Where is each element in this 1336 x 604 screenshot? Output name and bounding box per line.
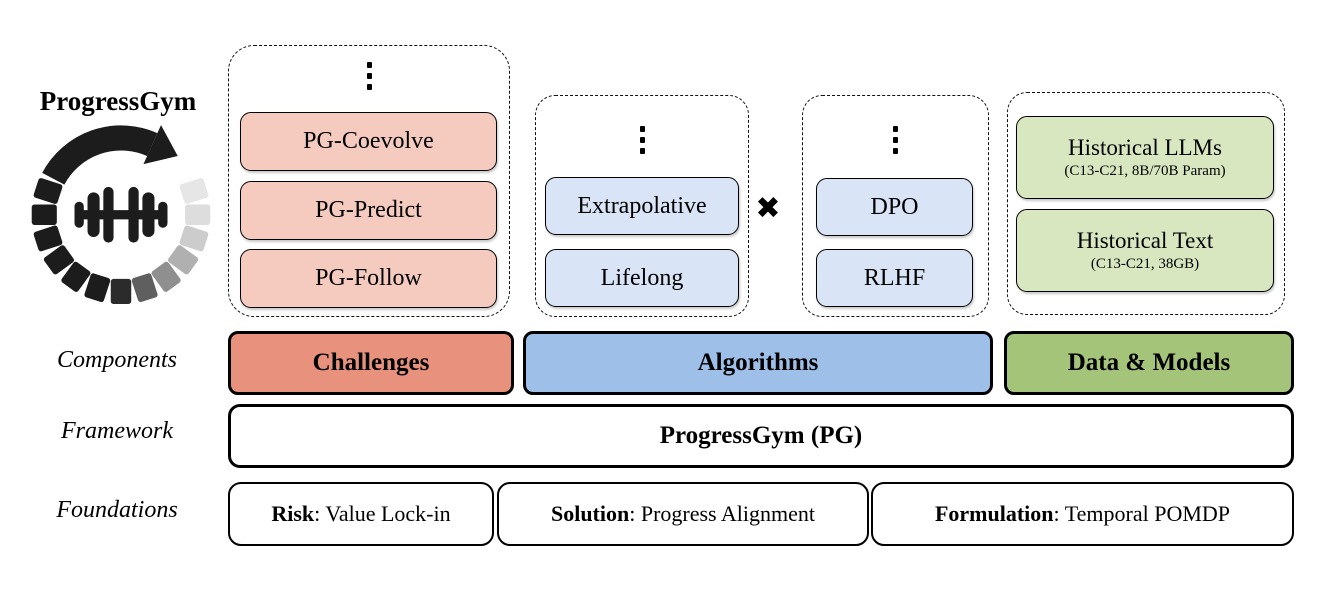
algorithm-method-label: RLHF xyxy=(863,264,926,291)
algorithm-type-item: Lifelong xyxy=(545,249,739,307)
vertical-ellipsis-icon xyxy=(893,126,899,154)
foundations-row-label: Foundations xyxy=(56,497,178,523)
components-row-label: Components xyxy=(57,347,177,373)
foundation-solution-box: Solution: Progress Alignment xyxy=(497,482,869,546)
foundation-formulation-term: Formulation xyxy=(934,501,1054,526)
data-models-item: Historical LLMs (C13-C21, 8B/70B Param) xyxy=(1016,116,1274,199)
data-models-item-title: Historical LLMs xyxy=(1068,135,1222,161)
algorithms-component-label: Algorithms xyxy=(697,349,819,376)
challenge-item: PG-Coevolve xyxy=(240,112,497,171)
algorithm-method-item: DPO xyxy=(816,178,973,236)
data-models-item: Historical Text (C13-C21, 38GB) xyxy=(1016,209,1274,292)
progressgym-logo-icon xyxy=(31,125,211,304)
data-models-item-subtitle: (C13-C21, 38GB) xyxy=(1090,256,1200,273)
challenge-item-label: PG-Follow xyxy=(315,265,422,292)
algorithm-method-item: RLHF xyxy=(816,249,973,307)
foundation-risk-box: Risk: Value Lock-in xyxy=(228,482,494,546)
challenge-item: PG-Follow xyxy=(240,249,497,308)
foundation-risk-term: Risk xyxy=(271,501,315,526)
algorithm-type-label: Lifelong xyxy=(600,264,684,291)
framework-title: ProgressGym (PG) xyxy=(659,422,863,449)
framework-box: ProgressGym (PG) xyxy=(228,404,1294,468)
challenges-component-label: Challenges xyxy=(312,349,430,376)
algorithm-type-label: Extrapolative xyxy=(577,192,707,219)
challenges-group: PG-Coevolve PG-Predict PG-Follow xyxy=(228,45,510,317)
challenge-item: PG-Predict xyxy=(240,181,497,240)
framework-row-label: Framework xyxy=(61,418,173,444)
data-models-component-label: Data & Models xyxy=(1067,349,1231,376)
foundation-formulation-text: : Temporal POMDP xyxy=(1053,501,1231,526)
foundation-solution-term: Solution xyxy=(550,501,630,526)
data-models-item-title: Historical Text xyxy=(1076,228,1214,254)
challenge-item-label: PG-Predict xyxy=(315,197,422,224)
foundation-risk-text: : Value Lock-in xyxy=(314,501,451,526)
algorithm-method-label: DPO xyxy=(870,193,919,220)
algorithm-type-item: Extrapolative xyxy=(545,177,739,235)
challenge-item-label: PG-Coevolve xyxy=(303,128,434,155)
challenges-component-box: Challenges xyxy=(228,331,514,395)
cross-multiply-icon: ✖ xyxy=(755,190,781,226)
data-models-group: Historical LLMs (C13-C21, 8B/70B Param) … xyxy=(1007,92,1285,315)
logo-title: ProgressGym xyxy=(39,86,197,116)
foundation-formulation-box: Formulation: Temporal POMDP xyxy=(871,482,1294,546)
foundation-solution-text: : Progress Alignment xyxy=(629,501,816,526)
data-models-component-box: Data & Models xyxy=(1004,331,1294,395)
algorithm-methods-group: DPO RLHF xyxy=(802,95,989,317)
vertical-ellipsis-icon xyxy=(366,62,372,90)
algorithm-types-group: Extrapolative Lifelong xyxy=(535,95,749,317)
data-models-item-subtitle: (C13-C21, 8B/70B Param) xyxy=(1064,163,1226,180)
algorithms-component-box: Algorithms xyxy=(523,331,993,395)
vertical-ellipsis-icon xyxy=(639,126,645,154)
